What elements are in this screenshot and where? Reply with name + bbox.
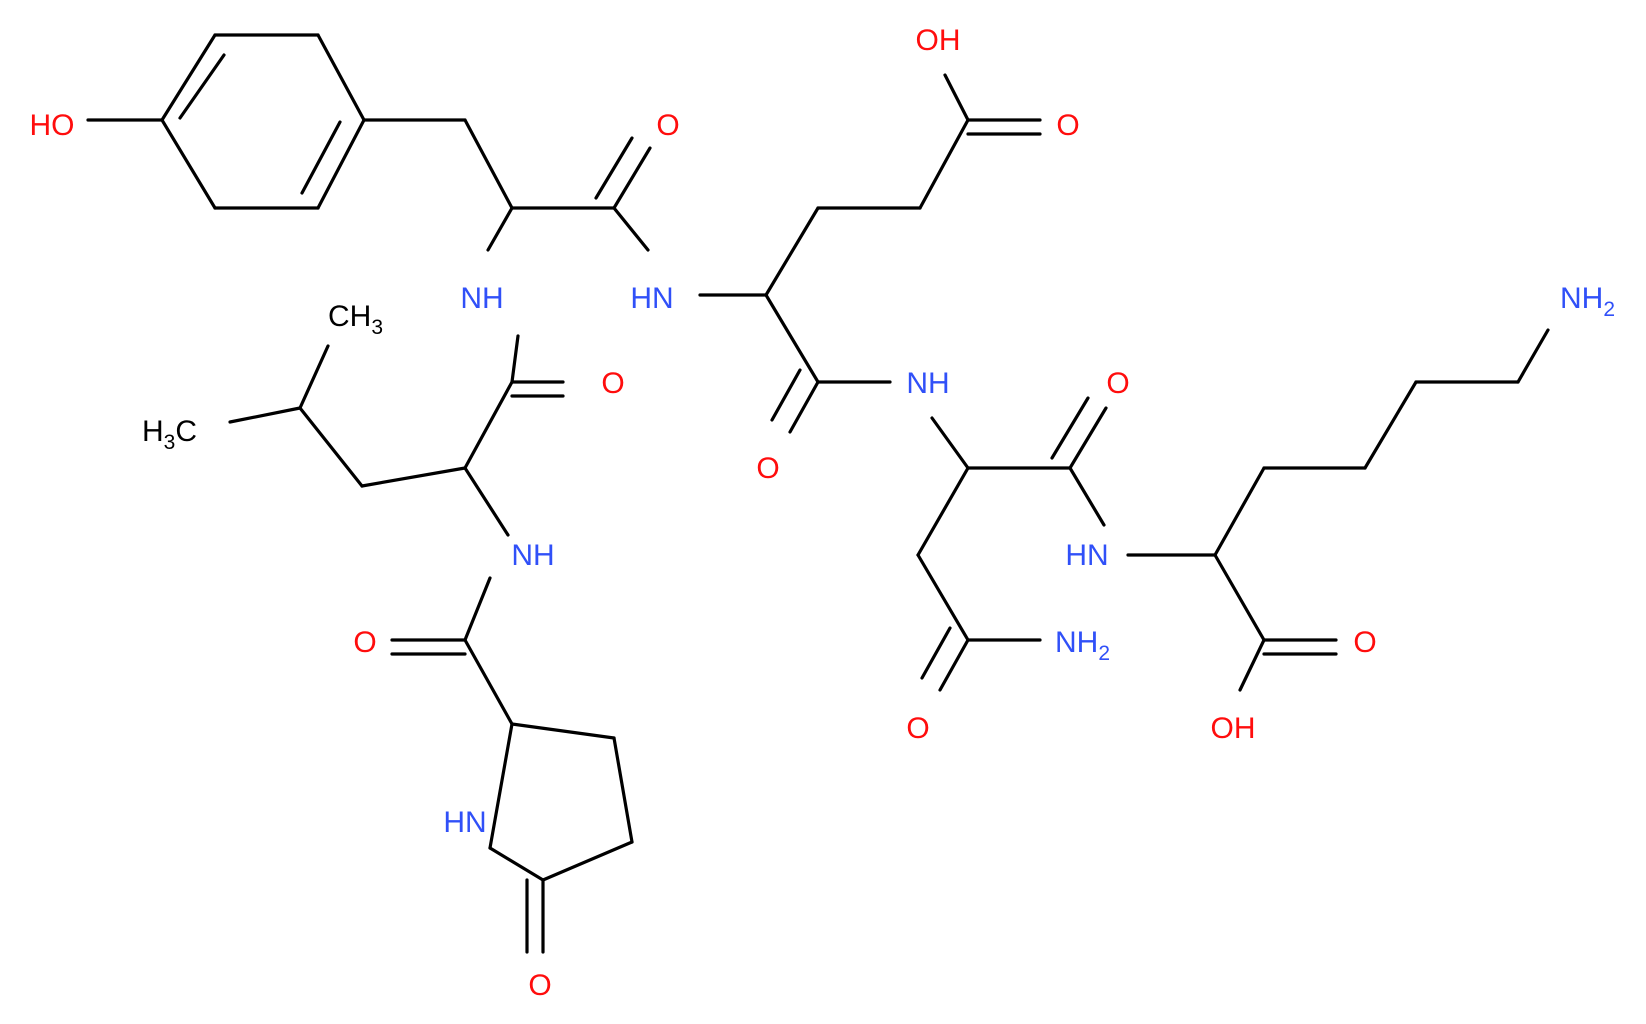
- bond-line: [788, 380, 820, 434]
- bond-line: [918, 118, 970, 210]
- bond-line: [160, 118, 217, 210]
- bond-line: [488, 722, 514, 850]
- label-h3c-left: H3C: [142, 415, 197, 454]
- label-o-glu-carbonyl: O: [756, 452, 779, 485]
- bond-line: [1238, 638, 1266, 692]
- label-oh-glu-acid: OH: [916, 24, 961, 57]
- label-nh-tyr: NH: [460, 282, 503, 315]
- bond-line: [316, 118, 366, 210]
- bond-line: [1050, 396, 1090, 460]
- bond-line: [178, 53, 226, 120]
- bond-line: [930, 416, 970, 470]
- bond-line: [463, 576, 492, 642]
- bond-line: [488, 846, 545, 882]
- label-hn-lys: HN: [1065, 539, 1108, 572]
- label-o-pyro-carbonyl: O: [353, 626, 376, 659]
- label-nh2-lys-amine: NH2: [1560, 282, 1615, 321]
- bond-line: [1213, 466, 1266, 557]
- bond-line: [463, 466, 510, 537]
- bond-line: [298, 406, 364, 488]
- bond-line: [1068, 466, 1106, 527]
- bond-line: [764, 293, 820, 384]
- bond-line: [1068, 406, 1108, 470]
- bond-line: [463, 118, 514, 210]
- label-o-asn-amide: O: [906, 712, 929, 745]
- label-nh2-asn-amide: NH2: [1055, 626, 1110, 665]
- label-oh-lys-acid: OH: [1211, 712, 1256, 745]
- bond-line: [916, 553, 970, 642]
- label-o-leu-carbonyl: O: [601, 367, 624, 400]
- bond-line: [463, 380, 514, 470]
- bond-line: [1213, 553, 1266, 642]
- bond-line: [770, 368, 802, 422]
- bond-line: [938, 638, 970, 692]
- bond-line: [463, 638, 514, 726]
- label-o-lys-acid: O: [1353, 626, 1376, 659]
- bond-line: [594, 136, 634, 200]
- bond-line: [612, 146, 652, 210]
- bond-line: [300, 120, 342, 195]
- label-o-glu-acid: O: [1056, 109, 1079, 142]
- bond-line: [510, 334, 520, 384]
- label-nh-asn: NH: [906, 367, 949, 400]
- bond-line: [920, 626, 952, 680]
- bond-line: [160, 33, 217, 122]
- bond-line: [943, 73, 970, 122]
- bond-line: [298, 344, 330, 410]
- bond-line: [612, 736, 634, 844]
- label-ho-phenol: HO: [30, 109, 75, 142]
- bond-line: [612, 206, 650, 252]
- label-o-asn-carbonyl: O: [1106, 367, 1129, 400]
- bond-lines: [86, 33, 1550, 954]
- bond-line: [1516, 328, 1550, 384]
- bond-line: [228, 406, 302, 424]
- label-o-tyr-carbonyl: O: [656, 109, 679, 142]
- label-ch3-top: CH3: [328, 300, 383, 339]
- bond-line: [541, 840, 634, 882]
- label-hn-glu: HN: [630, 282, 673, 315]
- bond-line: [510, 722, 616, 740]
- label-nh-leu: NH: [511, 539, 554, 572]
- label-o-ring: O: [528, 969, 551, 1002]
- bond-line: [360, 466, 467, 488]
- bond-line: [1363, 380, 1418, 470]
- bond-line: [764, 206, 820, 297]
- label-hn-ring: HN: [443, 806, 486, 839]
- bond-line: [916, 466, 970, 557]
- bond-line: [486, 206, 514, 252]
- bond-line: [316, 33, 366, 122]
